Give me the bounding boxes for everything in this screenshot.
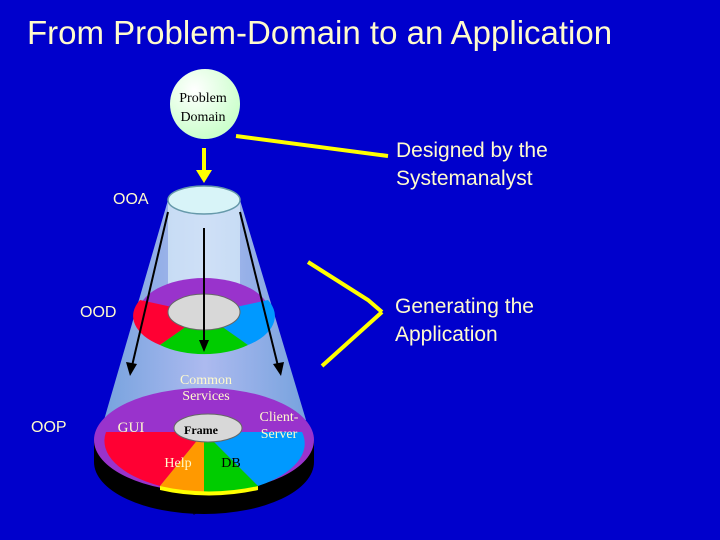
- gui-label: GUI: [118, 420, 145, 436]
- designed-by-note: Designed by the Systemanalyst: [396, 137, 548, 193]
- generating-line2: Application: [395, 323, 498, 346]
- oop-disc-client-server-segment: [204, 432, 305, 486]
- oop-disc-system-segment: [160, 486, 258, 496]
- cone-arrow-right-head: [273, 362, 284, 376]
- designed-by-line2: Systemanalyst: [396, 167, 533, 190]
- oop-disc-gui-segment: [104, 432, 204, 486]
- generating-note: Generating the Application: [395, 293, 534, 349]
- generating-connector-lower: [320, 310, 384, 368]
- designed-connector-line: [235, 134, 389, 158]
- cone-arrow-left-head: [126, 362, 137, 376]
- problem-domain-line2: Domain: [180, 110, 225, 125]
- common-services-line2: Services: [182, 389, 229, 404]
- generating-line1: Generating the: [395, 295, 534, 318]
- designed-by-line1: Designed by the: [396, 139, 548, 162]
- problem-domain-line1: Problem: [179, 91, 227, 106]
- generating-connector-upper: [306, 260, 384, 314]
- system-label: System: [186, 501, 222, 515]
- ooa-label: OOA: [113, 191, 149, 208]
- oop-disc-help-segment: [160, 432, 204, 492]
- cone-arrow-left: [131, 211, 169, 367]
- problem-domain-circle: [170, 69, 240, 139]
- frame-label: Frame: [184, 423, 219, 437]
- db-label: DB: [221, 456, 240, 471]
- common-services-line1: Common: [180, 373, 232, 388]
- ood-label: OOD: [80, 304, 117, 321]
- client-server-line2: Server: [261, 427, 298, 442]
- cone-arrow-right: [239, 211, 279, 367]
- cylinder-top: [167, 185, 241, 215]
- oop-disc-db-segment: [204, 432, 258, 493]
- cone-arrow-center-head: [199, 340, 209, 352]
- oop-label: OOP: [31, 419, 67, 436]
- client-server-line1: Client-: [260, 410, 299, 425]
- slide-title: From Problem-Domain to an Application: [27, 14, 613, 51]
- oop-disc-frame-core: [173, 413, 243, 443]
- problem-domain-arrow-head: [196, 170, 212, 183]
- help-label: Help: [164, 456, 191, 471]
